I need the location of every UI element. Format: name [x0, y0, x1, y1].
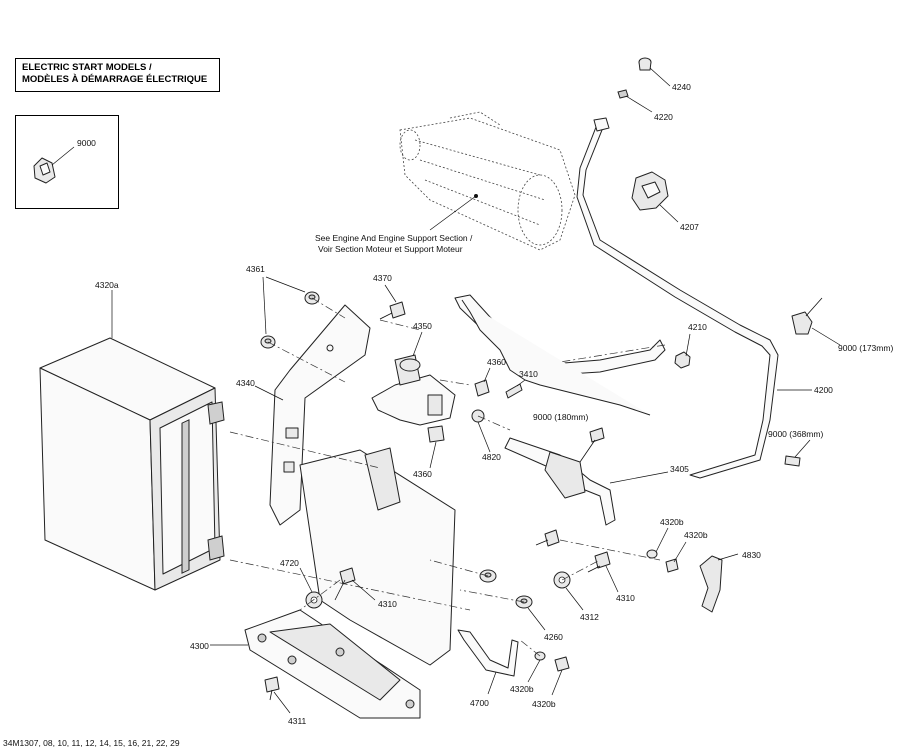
- part-4320b-washer-bottom: [527, 651, 546, 683]
- callout-9000-368mm: 9000 (368mm): [768, 429, 823, 439]
- part-9000-368mm: [784, 439, 811, 467]
- callout-4200: 4200: [814, 385, 833, 395]
- cable-4200: [576, 117, 812, 479]
- part-4830-boot: [699, 553, 739, 613]
- callout-4320b-bottom-upper: 4320b: [510, 684, 534, 694]
- callout-4210: 4210: [688, 322, 707, 332]
- part-4820-nut: [471, 409, 491, 453]
- note-line-1: See Engine And Engine Support Section /: [315, 233, 473, 243]
- callout-3410: 3410: [519, 369, 538, 379]
- part-4210-nut: [674, 333, 691, 369]
- part-4370-bolt: [379, 284, 406, 320]
- inset-cable-tie-drawing: [33, 146, 75, 184]
- callout-4220: 4220: [654, 112, 673, 122]
- callout-4240: 4240: [672, 82, 691, 92]
- callout-4310-right: 4310: [616, 593, 635, 603]
- callout-4830: 4830: [742, 550, 761, 560]
- inset-box-part-9000: [15, 115, 119, 209]
- part-4312-washer: [553, 571, 584, 611]
- callout-4820: 4820: [482, 452, 501, 462]
- callout-4320b-right-upper: 4320b: [660, 517, 684, 527]
- part-4350-solenoid: [371, 331, 456, 426]
- battery-4320a: [39, 290, 225, 591]
- part-4220: [617, 89, 653, 113]
- part-4361-grommets: [260, 276, 320, 349]
- title-line-2: MODÈLES À DÉMARRAGE ÉLECTRIQUE: [22, 74, 208, 85]
- starter-motor-reference: [399, 111, 576, 251]
- callout-4311: 4311: [288, 716, 307, 726]
- callout-3405: 3405: [670, 464, 689, 474]
- cable-loop-upper: [454, 294, 666, 416]
- callout-4360-upper: 4360: [487, 357, 506, 367]
- battery-support-plate: [229, 431, 471, 666]
- callout-4320b-bottom-lower: 4320b: [532, 699, 556, 709]
- callout-4300: 4300: [190, 641, 209, 651]
- callout-9000-180mm: 9000 (180mm): [533, 412, 588, 422]
- callout-4320b-right-lower: 4320b: [684, 530, 708, 540]
- callout-4320a: 4320a: [95, 280, 119, 290]
- bracket-4340: [254, 304, 371, 526]
- cable-3405: [504, 437, 669, 526]
- part-4320b-washer-right: [646, 527, 669, 559]
- callout-4310-left: 4310: [378, 599, 397, 609]
- part-4207-clip: [631, 171, 679, 223]
- callout-9000-inset: 9000: [77, 138, 96, 148]
- callout-4340: 4340: [236, 378, 255, 388]
- part-4240-cap: [638, 57, 671, 87]
- note-line-2: Voir Section Moteur et Support Moteur: [318, 244, 463, 254]
- callout-4350: 4350: [413, 321, 432, 331]
- callout-4700: 4700: [470, 698, 489, 708]
- part-4360-upper: [474, 367, 491, 397]
- callout-4361: 4361: [246, 264, 265, 274]
- part-4320b-bolt-bottom: [551, 656, 570, 696]
- part-3410-terminal: [505, 379, 526, 399]
- diagram-title-box: ELECTRIC START MODELS / MODÈLES À DÉMARR…: [15, 58, 220, 92]
- part-4360-lower: [427, 425, 445, 469]
- drawing-reference-footer: 34M1307, 08, 10, 11, 12, 14, 15, 16, 21,…: [3, 738, 180, 748]
- part-9000-173mm: [791, 297, 841, 346]
- title-line-1: ELECTRIC START MODELS /: [22, 62, 152, 73]
- part-bolt-middle: [535, 529, 560, 547]
- part-4310-left: [334, 567, 376, 601]
- callout-4360-lower: 4360: [413, 469, 432, 479]
- callout-4207: 4207: [680, 222, 699, 232]
- callout-4720: 4720: [280, 558, 299, 568]
- callout-4370: 4370: [373, 273, 392, 283]
- cable-4700: [457, 629, 519, 695]
- callout-9000-173mm: 9000 (173mm): [838, 343, 893, 353]
- part-4311-bolt: [264, 676, 291, 714]
- part-4320b-bolt-right: [665, 541, 687, 573]
- callout-4260: 4260: [544, 632, 563, 642]
- part-4310-right: [587, 551, 619, 593]
- part-4720-washer: [299, 567, 323, 609]
- part-9000-180mm: [579, 427, 605, 463]
- assembly-center-lines: [267, 297, 666, 657]
- callout-4312: 4312: [580, 612, 599, 622]
